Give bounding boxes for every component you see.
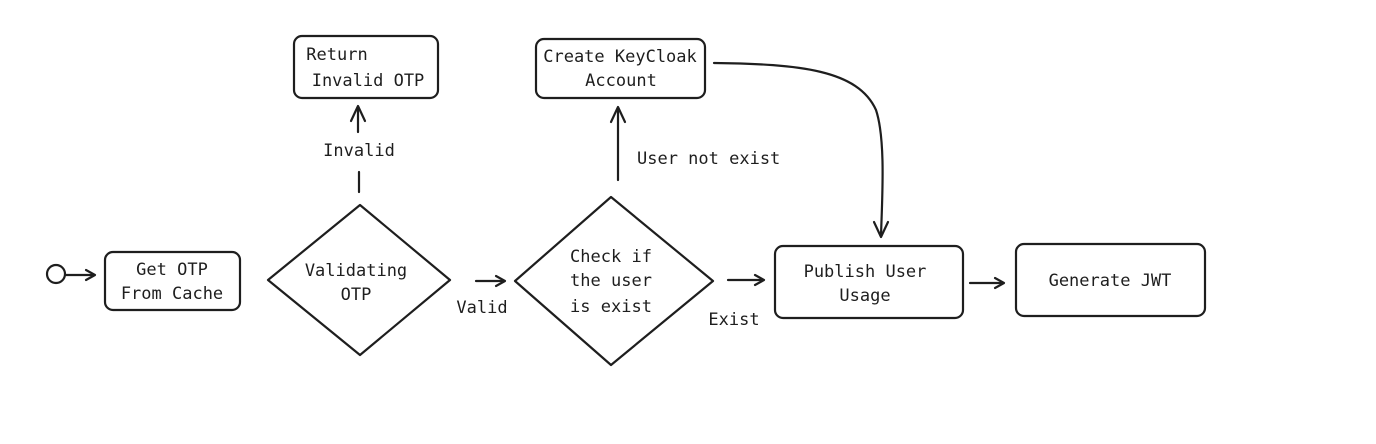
check-user-line-1: Check if [570,247,652,267]
publish-usage-box [773,244,965,320]
node-get-otp-from-cache: Get OTP From Cache [103,250,242,312]
return-invalid-line-2: Invalid OTP [312,71,425,91]
node-create-keycloak-account: Create KeyCloak Account [534,37,707,100]
validating-otp-diamond [266,203,452,357]
publish-usage-line-1: Publish User [804,262,927,282]
validating-otp-line-1: Validating [305,261,407,281]
publish-usage-line-2: Usage [839,286,890,306]
generate-jwt-label: Generate JWT [1049,271,1172,291]
return-invalid-line-1: Return [306,45,367,65]
node-check-user-exist: Check if the user is exist [513,195,715,367]
edge-keycloak-to-publish [712,61,890,239]
edge-valid: Valid [456,274,508,318]
node-publish-user-usage: Publish User Usage [773,244,965,320]
arrow-start-to-get-otp [64,268,97,282]
get-otp-line-1: Get OTP [136,260,208,280]
check-user-line-3: is exist [570,297,652,317]
node-generate-jwt: Generate JWT [1014,242,1207,318]
return-invalid-box [292,34,440,100]
edge-label-user-not-exist: User not exist [637,149,780,169]
create-keycloak-box [534,37,707,100]
create-keycloak-line-2: Account [585,71,657,91]
edge-invalid: Invalid [323,104,395,194]
get-otp-line-2: From Cache [121,284,223,304]
edge-publish-to-jwt [968,276,1006,290]
create-keycloak-line-1: Create KeyCloak [543,47,697,67]
check-user-line-2: the user [570,271,652,291]
node-validating-otp: Validating OTP [266,203,452,357]
validating-otp-line-2: OTP [341,285,372,305]
check-user-diamond [513,195,715,367]
edge-label-invalid: Invalid [323,141,395,161]
edge-user-not-exist: User not exist [609,105,780,182]
edge-label-valid: Valid [456,298,507,318]
get-otp-box [103,250,242,312]
generate-jwt-box [1014,242,1207,318]
edge-exist: Exist [708,273,766,330]
edge-label-exist: Exist [708,310,759,330]
node-return-invalid-otp: Return Invalid OTP [292,34,440,100]
start-node [45,263,67,285]
